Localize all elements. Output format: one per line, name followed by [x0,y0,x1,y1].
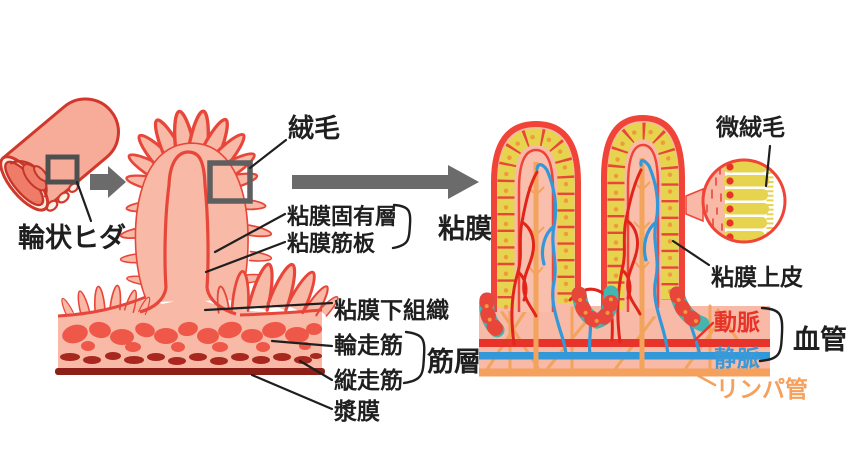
label-mucosa: 粘膜 [438,214,492,244]
pointer-vein [691,354,715,359]
artery-band [479,339,770,347]
crypt-cells [479,285,710,338]
villi-cross-section [479,114,770,377]
pointer-serosa [250,373,334,411]
bracket-mucosa [391,203,412,250]
label-lymph-vessel: リンパ管 [716,376,808,402]
label-circular-muscle: 輪走筋 [334,332,403,358]
highlight-box-villus [207,160,253,204]
label-blood-vessel: 血管 [793,325,847,355]
label-circular-fold: 輪状ヒダ [18,222,126,253]
label-muscle-layer: 筋層 [427,346,481,377]
label-serosa: 漿膜 [333,398,380,424]
label-muscularis-mucosae: 粘膜筋板 [287,231,376,256]
label-vein: 静脈 [714,345,760,371]
highlight-box-circular-fold [45,154,80,185]
label-lamina-propria: 粘膜固有層 [287,204,397,229]
tissue-block-illustration [55,150,342,375]
villus-right [601,114,694,370]
pointer-circular-muscle [270,339,334,348]
lymph-band [479,368,770,377]
label-longitudinal-muscle: 縦走筋 [334,367,403,393]
longitudinal-muscle-blobs [60,352,322,365]
intestine-tube-illustration [0,97,120,223]
pointer-circular-fold [75,180,93,223]
label-artery: 動脈 [714,309,760,335]
pointer-artery [689,321,715,346]
villus-left [491,120,581,370]
serosa-line [55,368,325,375]
pointer-microvilli [764,144,772,188]
pointer-longitudinal-muscle [298,359,334,382]
bracket-blood-vessel [758,306,784,363]
pointer-muscularis-mucosae [204,240,287,274]
bracket-muscle-layer [402,330,426,385]
label-mucosal-epithelium: 粘膜上皮 [711,264,803,290]
pointer-submucosa [203,301,334,312]
pointer-mucosal-epithelium [671,239,711,267]
arrow-right-small-icon [90,166,126,198]
label-submucosa: 粘膜下組織 [334,297,449,323]
label-microvilli: 微絨毛 [715,114,785,140]
microvilli-magnifier [685,158,787,244]
label-villus: 絨毛 [288,113,340,143]
pointer-lymph-vessel [693,372,717,387]
pointer-lamina-propria [213,212,287,254]
circular-muscle-blobs [62,321,322,352]
arrow-right-large-icon [292,165,479,199]
pointer-villus [248,138,288,170]
vein-band [479,352,770,360]
